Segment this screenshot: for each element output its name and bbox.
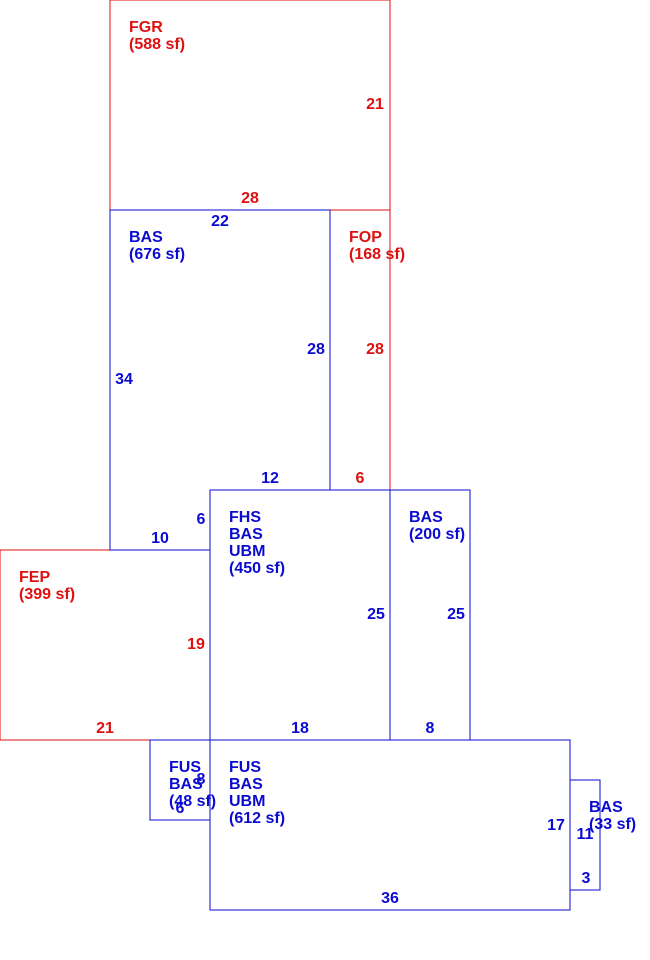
bas-676-bottom-12-dimension: 12: [261, 470, 279, 487]
fhs-label-line3: UBM: [229, 543, 265, 560]
blue-areas: [109, 209, 601, 911]
bas-200-label-area: (200 sf): [409, 526, 465, 543]
bas-200-label-name: BAS: [409, 509, 443, 526]
fhs-bottom-dimension: 18: [291, 720, 309, 737]
fus-main-bottom-dimension: 36: [381, 890, 399, 907]
fus-small-label-line2: BAS: [169, 776, 203, 793]
bas-676-bottom-10-dimension: 10: [151, 530, 169, 547]
bas-676-right-dimension: 28: [307, 341, 325, 358]
fop-label-area: (168 sf): [349, 246, 405, 263]
fgr-right-dimension: 21: [366, 96, 384, 113]
blue-labels: 22 BAS (676 sf) 28 34 12 6 10 FHS BAS UB…: [115, 213, 636, 907]
bas-33-side-dimension: 11: [577, 826, 594, 843]
fus-main-label-line3: UBM: [229, 793, 265, 810]
fgr-label-area: (588 sf): [129, 36, 185, 53]
fep-label-area: (399 sf): [19, 586, 75, 603]
bas-200-right-dimension: 25: [447, 606, 465, 623]
fus-small-bottom-dimension: 6: [176, 800, 185, 817]
red-labels: FGR (588 sf) 21 28 FOP (168 sf) 28 6 FEP…: [19, 19, 405, 737]
fgr-label-name: FGR: [129, 19, 163, 36]
fus-main-right-dimension: 17: [547, 817, 565, 834]
fep-right-dimension: 19: [187, 636, 205, 653]
bas-33-outline: [569, 779, 601, 891]
fus-main-label-line2: BAS: [229, 776, 263, 793]
fus-small-side-dimension: 8: [197, 771, 206, 788]
fop-right-dimension: 28: [366, 341, 384, 358]
bas-676-step-6-dimension: 6: [197, 511, 206, 528]
fhs-label-line2: BAS: [229, 526, 263, 543]
fus-main-label-line1: FUS: [229, 759, 261, 776]
fgr-bottom-dimension: 28: [241, 190, 259, 207]
fhs-right-dimension: 25: [367, 606, 385, 623]
bas-676-label-area: (676 sf): [129, 246, 185, 263]
fus-small-label-area: (48 sf): [169, 793, 216, 810]
bas-676-label-name: BAS: [129, 229, 163, 246]
bas-33-bottom-dimension: 3: [582, 870, 591, 887]
fop-bottom-dimension: 6: [356, 470, 365, 487]
fhs-label-line1: FHS: [229, 509, 261, 526]
fop-label-name: FOP: [349, 229, 382, 246]
bas-676-left-dimension: 34: [115, 371, 133, 388]
fhs-label-area: (450 sf): [229, 560, 285, 577]
fep-bottom-dimension: 21: [96, 720, 114, 737]
bas-33-label-area: (33 sf): [589, 816, 636, 833]
fus-main-label-area: (612 sf): [229, 810, 285, 827]
bas-200-bottom-dimension: 8: [426, 720, 435, 737]
fep-label-name: FEP: [19, 569, 50, 586]
bas-33-label-name: BAS: [589, 799, 623, 816]
fus-small-label-line1: FUS: [169, 759, 201, 776]
bas-676-top-dimension: 22: [211, 213, 229, 230]
